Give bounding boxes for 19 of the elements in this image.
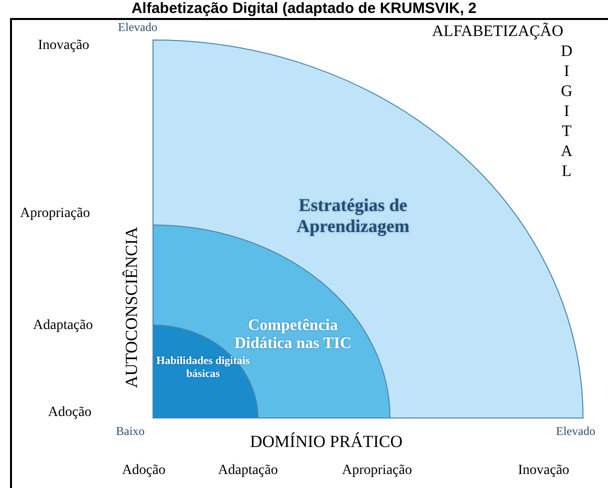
level-label: Inovação: [38, 38, 90, 55]
axis-title: AUTOCONSCIÊNCIA: [122, 226, 142, 388]
level-label: Adaptação: [218, 463, 278, 480]
title: Alfabetização Digital (adaptado de KRUMSVIK, 2: [130, 0, 478, 17]
axis-end-label: Elevado: [118, 20, 158, 34]
level-label: Inovação: [518, 463, 570, 480]
band-label: Competência Didática nas TIC: [233, 317, 353, 354]
level-label: Adoção: [48, 405, 92, 422]
heading: DIGITAL: [557, 43, 576, 183]
axis-end-label: Baixo: [116, 424, 145, 438]
level-label: Apropriação: [342, 463, 412, 480]
heading: ALFABETIZAÇÃO: [432, 22, 564, 42]
level-label: Apropriação: [20, 206, 90, 223]
level-label: Adaptação: [33, 318, 93, 335]
level-label: Adoção: [122, 463, 166, 480]
axis-end-label: Elevado: [556, 424, 596, 438]
axis-title: DOMÍNIO PRÁTICO: [250, 432, 403, 452]
band-label: Estratégias de Aprendizagem: [296, 195, 410, 236]
band-label: Habilidades digitais básicas: [155, 355, 251, 380]
